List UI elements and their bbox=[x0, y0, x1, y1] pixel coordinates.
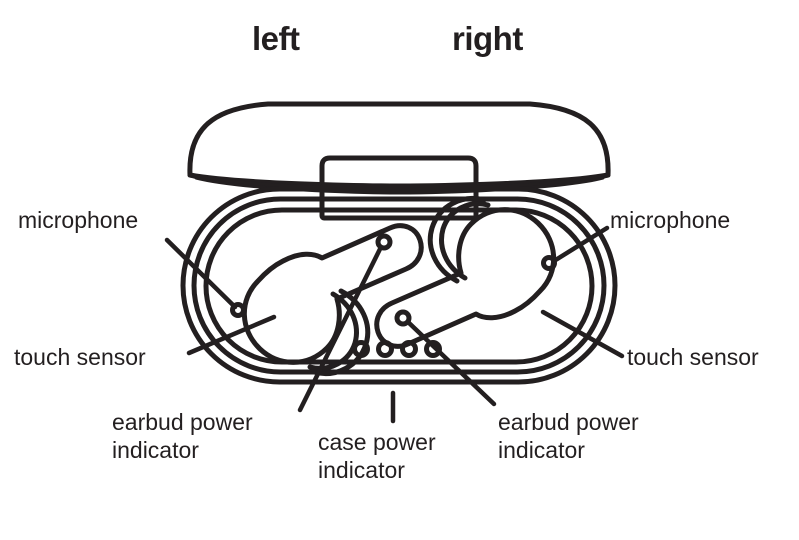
label-earbud-power-indicator-left: earbud power indicator bbox=[112, 408, 253, 464]
label-earbud-power-left-line1: earbud power bbox=[112, 409, 253, 435]
left-earbud-led bbox=[375, 233, 393, 251]
case-led-3 bbox=[400, 340, 418, 358]
left-earbud-touch-area bbox=[230, 302, 246, 318]
label-case-power-line1: case power bbox=[318, 429, 436, 455]
callout-leader-lines bbox=[164, 225, 625, 424]
leader-earbud-power-left bbox=[297, 244, 384, 413]
label-earbud-power-indicator-right: earbud power indicator bbox=[498, 408, 639, 464]
label-earbud-power-right-line1: earbud power bbox=[498, 409, 639, 435]
leader-touch-right bbox=[540, 309, 625, 359]
case-led-1 bbox=[352, 340, 370, 358]
right-earbud bbox=[374, 196, 557, 349]
label-touch-sensor-right: touch sensor bbox=[627, 344, 759, 370]
heading-right: right bbox=[452, 20, 523, 57]
case-body-outline bbox=[180, 186, 618, 385]
leader-microphone-left bbox=[164, 237, 238, 310]
label-earbud-power-right-line2: indicator bbox=[498, 437, 585, 463]
heading-left: left bbox=[252, 20, 300, 57]
case-lid bbox=[187, 101, 611, 195]
label-case-power-indicator: case power indicator bbox=[318, 428, 436, 484]
right-earbud-led bbox=[394, 309, 412, 327]
case-led-2 bbox=[376, 340, 394, 358]
label-touch-sensor-left: touch sensor bbox=[14, 344, 146, 370]
label-earbud-power-left-line2: indicator bbox=[112, 437, 199, 463]
label-case-power-line2: indicator bbox=[318, 457, 405, 483]
leader-earbud-power-right bbox=[405, 319, 497, 407]
leader-touch-left bbox=[186, 314, 277, 356]
label-microphone-right: microphone bbox=[610, 207, 731, 233]
leader-microphone-right bbox=[551, 225, 610, 264]
label-microphone-left: microphone bbox=[18, 207, 139, 233]
